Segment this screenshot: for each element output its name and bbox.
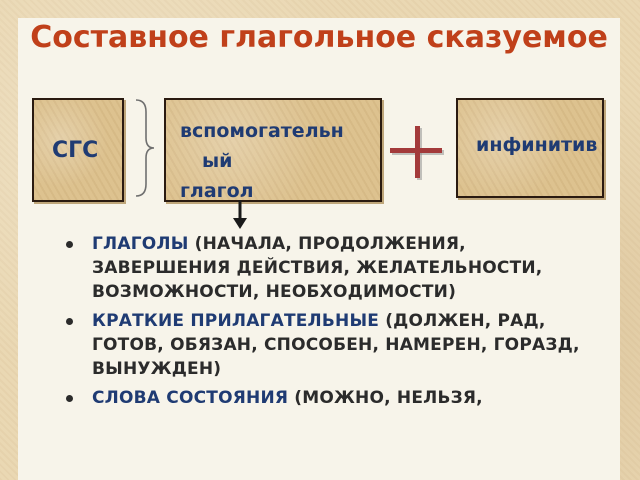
bullet-term: КРАТКИЕ ПРИЛАГАТЕЛЬНЫЕ (92, 311, 380, 331)
bullet-dot-icon (66, 241, 73, 248)
brace-icon (135, 99, 155, 197)
bullet-detail: (МОЖНО, НЕЛЬЗЯ, (288, 388, 483, 408)
auxiliary-verb-line-1: вспомогательн (180, 120, 344, 142)
bullet-item-short-adjectives: КРАТКИЕ ПРИЛАГАТЕЛЬНЫЕ (ДОЛЖЕН, РАД, ГОТ… (66, 309, 586, 381)
auxiliary-verb-box (164, 98, 382, 202)
bullet-term: СЛОВА СОСТОЯНИЯ (92, 388, 289, 408)
bullet-detail: (НАЧАЛА, ПРОДОЛЖЕНИЯ, ЗАВЕРШЕНИЯ ДЕЙСТВИ… (92, 234, 543, 302)
slide-frame (18, 18, 620, 480)
infinitive-label: инфинитив (476, 134, 598, 156)
auxiliary-verb-line-3: глагол (180, 180, 254, 202)
auxiliary-verb-line-2-text: ый (202, 150, 233, 172)
bullet-list: ГЛАГОЛЫ (НАЧАЛА, ПРОДОЛЖЕНИЯ, ЗАВЕРШЕНИЯ… (66, 232, 586, 415)
down-arrow-icon (233, 200, 247, 229)
sgs-box (32, 98, 124, 202)
bullet-dot-icon (66, 395, 73, 402)
bullet-term: ГЛАГОЛЫ (92, 234, 189, 254)
bullet-item-verbs: ГЛАГОЛЫ (НАЧАЛА, ПРОДОЛЖЕНИЯ, ЗАВЕРШЕНИЯ… (66, 232, 586, 304)
sgs-label: СГС (52, 138, 99, 163)
auxiliary-verb-label: вспомогательн ый глагол (180, 116, 410, 206)
auxiliary-verb-line-2: ый (180, 146, 410, 176)
infinitive-box (456, 98, 604, 198)
bullet-detail: (ДОЛЖЕН, РАД, ГОТОВ, ОБЯЗАН, СПОСОБЕН, Н… (92, 311, 580, 379)
plus-icon (390, 126, 444, 180)
bullet-item-state-words: СЛОВА СОСТОЯНИЯ (МОЖНО, НЕЛЬЗЯ, (66, 386, 586, 410)
bullet-dot-icon (66, 318, 73, 325)
slide-title: Составное глагольное сказуемое (30, 20, 608, 55)
